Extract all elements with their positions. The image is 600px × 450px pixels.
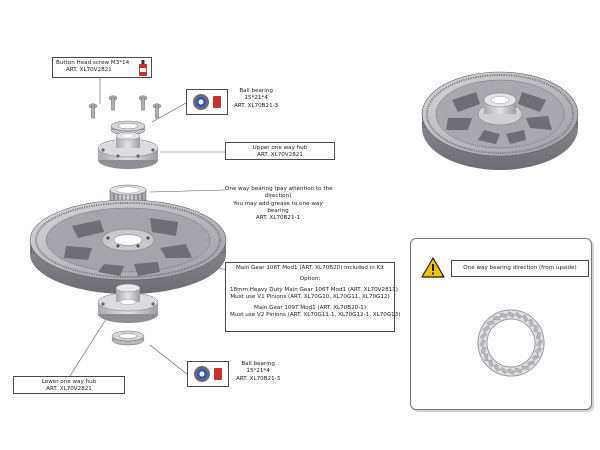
- ball-bearing-bottom: [111, 330, 145, 346]
- main-gear-line4: Must use V1 Pinions (ART. XL70G10, XL70G…: [230, 293, 390, 300]
- bearing-direction-panel: One way bearing direction (from upside): [410, 238, 592, 410]
- bearing-bottom-line3: ART. XL70B21-3: [236, 375, 281, 382]
- main-gear-line6: Must use V2 Pinions (ART. XL70G11-1, XL7…: [230, 311, 401, 318]
- gear-spoke-windows: [64, 218, 192, 276]
- bearing-roller: [488, 359, 494, 367]
- bearing-bottom-line2: 15*21*4: [246, 368, 270, 375]
- bearing-roller: [514, 367, 523, 374]
- screw-1: [88, 103, 98, 119]
- bearing-roller: [534, 346, 543, 355]
- screws-m3x14: [88, 95, 162, 119]
- bearing-roller: [479, 339, 486, 347]
- screw-callout: Button Head screw M3*14 ART. XL70V2821: [52, 57, 152, 78]
- upper-hub-callout: Upper one way hub ART. XL70V2821: [225, 142, 335, 160]
- ball-bearing-top: [110, 120, 146, 136]
- bearing-roller: [482, 325, 491, 333]
- leader-bearing-top: [151, 102, 187, 123]
- screw-callout-line2: ART. XL70V2821: [66, 67, 112, 74]
- bearing-roller: [531, 353, 540, 361]
- leader-lower-hub: [69, 315, 109, 377]
- bearing-roller: [521, 314, 529, 323]
- ball-bearing-icon-box-top: [186, 89, 228, 115]
- upper-hub-line1: Upper one way hub: [252, 145, 308, 151]
- one-way-bearing-line3: You may add grease to one-way: [233, 200, 323, 207]
- bearing-bottom-line1: Ball bearing: [241, 361, 275, 367]
- bearing-roller: [479, 331, 488, 340]
- ball-bearing-top-callout: Ball bearing 15*21*4 ART. XL70B21-3: [234, 88, 278, 110]
- ball-bearing-bottom-callout: Ball bearing 15*21*4 ART. XL70B21-3: [236, 361, 280, 383]
- lower-hub-callout: Lower one way hub ART. XL70V2821: [13, 376, 125, 394]
- bearing-roller: [499, 312, 508, 319]
- screw-callout-line1: Button Head screw M3*14: [56, 60, 130, 66]
- one-way-bearing-direction-icon: [477, 309, 545, 377]
- one-way-bearing-line5: ART. XL70B21-1: [255, 215, 301, 222]
- one-way-bearing-callout: One way bearing (pay attention to the di…: [225, 186, 333, 222]
- ball-bearing-icon: [194, 366, 222, 382]
- bearing-roller: [528, 319, 534, 327]
- bearing-top-line1: Ball bearing: [239, 88, 273, 94]
- bearing-roller: [527, 360, 535, 366]
- bearing-direction-label: One way bearing direction (from upside): [451, 260, 589, 277]
- bearing-roller: [499, 366, 508, 375]
- bearing-roller: [493, 316, 501, 321]
- bearing-roller: [521, 365, 529, 370]
- main-gear-line5: Main Gear 109T Mod1 (ART. XL70B20-1): [254, 304, 366, 311]
- bearing-roller: [493, 363, 501, 372]
- main-gear-left: [29, 199, 227, 294]
- main-gear-callout: Main Gear 106T Mod1 (ART. XL70B20) inclu…: [225, 262, 401, 332]
- main-gear-line3: 18mm Heavy Duty Main Gear 106T Mod1 (ART…: [230, 286, 398, 293]
- ball-bearing-icon: [193, 94, 221, 110]
- bearing-top-line3: ART. XL70B21-3: [234, 102, 279, 109]
- leader-one-way-bearing: [149, 189, 226, 193]
- one-way-bearing-line4: bearing: [267, 207, 289, 214]
- ball-bearing-icon-box-bottom: [187, 361, 229, 387]
- bearing-roller: [536, 339, 543, 347]
- lower-one-way-hub: [97, 283, 159, 323]
- bearing-roller: [507, 311, 515, 318]
- bearing-roller: [533, 325, 538, 333]
- main-gear-line1: Main Gear 106T Mod1 (ART. XL70B20) inclu…: [235, 265, 385, 271]
- bearing-top-line2: 15*21*4: [244, 95, 268, 102]
- upper-one-way-hub: [97, 131, 159, 169]
- lower-hub-line1: Lower one way hub: [41, 379, 97, 385]
- one-way-bearing-line1: One way bearing (pay attention to the: [225, 186, 333, 192]
- warning-icon: [421, 257, 445, 278]
- bearing-roller: [507, 368, 515, 375]
- threadlock-bottle-icon: [139, 60, 147, 76]
- screw-3: [138, 95, 148, 111]
- bearing-roller: [535, 331, 542, 340]
- bearing-roller: [514, 311, 523, 320]
- screw-2: [108, 95, 118, 111]
- lower-hub-line2: ART. XL70V2821: [46, 386, 92, 393]
- bearing-roller: [484, 353, 489, 361]
- bearing-roller: [480, 346, 487, 355]
- upper-hub-line2: ART. XL70V2821: [257, 152, 303, 159]
- bearing-roller: [487, 320, 495, 326]
- assembled-main-gear: [421, 71, 579, 170]
- leader-bearing-bottom: [149, 344, 189, 376]
- one-way-bearing-line2: direction): [264, 193, 292, 200]
- main-gear-line2: Option:: [299, 275, 321, 282]
- screw-4: [152, 103, 162, 119]
